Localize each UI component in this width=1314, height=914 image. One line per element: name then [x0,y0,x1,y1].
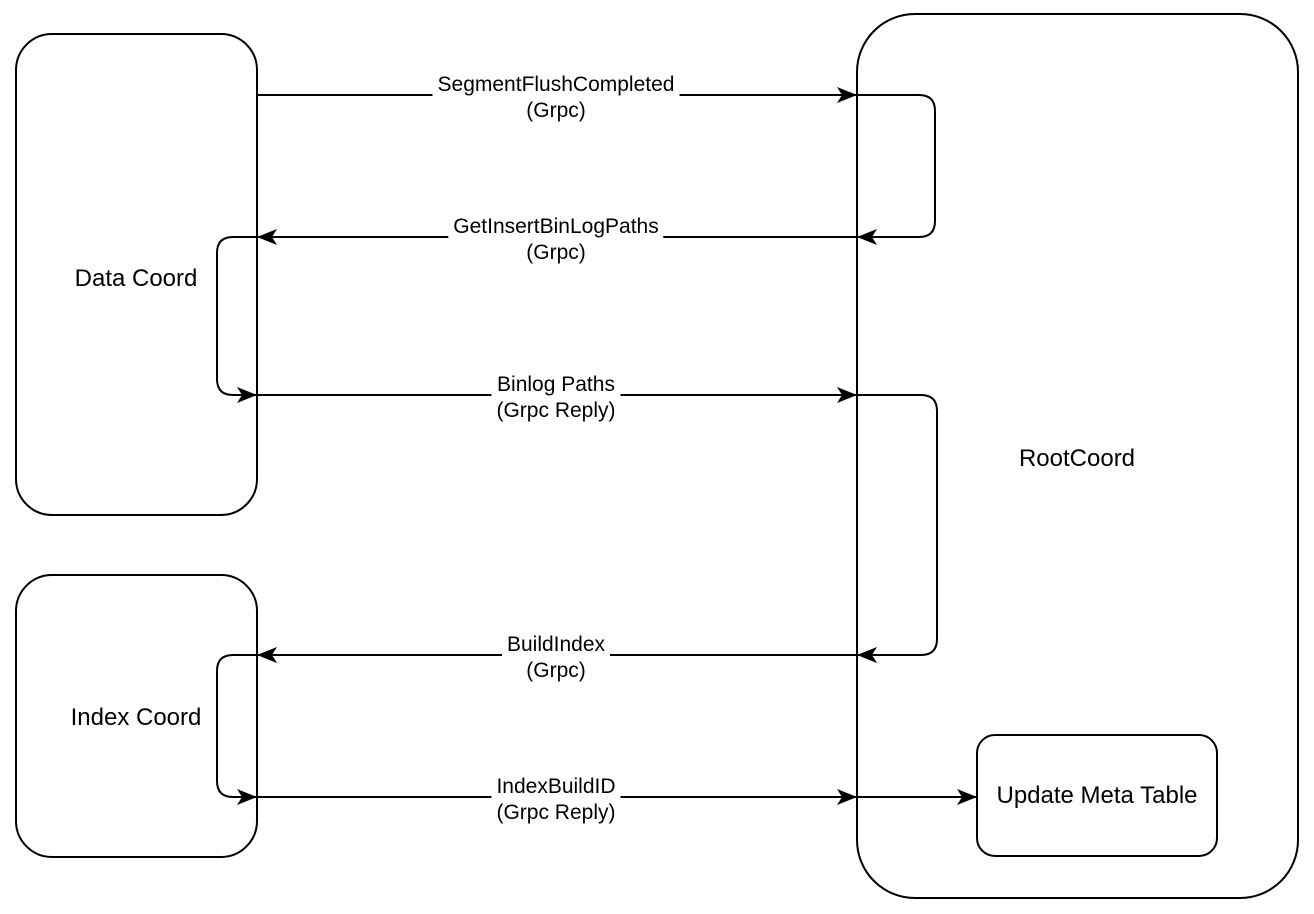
node-label-update-meta-table: Update Meta Table [996,782,1198,809]
edge-label-line: Binlog Paths [497,373,615,396]
edge-label-line: (Grpc) [526,241,586,264]
edge-label-index-build-id: IndexBuildID (Grpc Reply) [491,774,621,826]
edge-label-line: (Grpc) [526,659,586,682]
edge-label-binlog-paths: Binlog Paths (Grpc Reply) [491,372,621,424]
node-label-data-coord: Data Coord [74,265,198,292]
node-label-root-coord: RootCoord [1018,445,1136,472]
edge-label-line: GetInsertBinLogPaths [453,215,659,238]
edge-label-line: (Grpc Reply) [496,399,616,422]
edge-label-line: SegmentFlushCompleted [437,73,675,96]
edge-label-get-insert-bin-log-paths: GetInsertBinLogPaths (Grpc) [448,214,664,266]
activation-bracket-root-coord-lower [857,394,938,663]
edge-label-build-index: BuildIndex (Grpc) [501,632,611,684]
edge-label-line: (Grpc) [526,99,586,122]
edge-label-line: (Grpc Reply) [496,801,616,824]
node-update-meta-table-box [976,734,1218,857]
node-label-index-coord: Index Coord [70,704,202,731]
node-data-coord-box [15,33,258,516]
node-root-coord-box [856,13,1299,899]
edge-label-segment-flush-completed: SegmentFlushCompleted (Grpc) [432,72,680,124]
activation-bracket-data-coord [216,236,257,403]
activation-bracket-index-coord [216,654,257,805]
activation-bracket-root-coord-upper [857,94,936,245]
edge-label-line: BuildIndex [506,633,606,656]
edge-label-line: IndexBuildID [496,775,616,798]
node-index-coord-box [15,574,258,858]
